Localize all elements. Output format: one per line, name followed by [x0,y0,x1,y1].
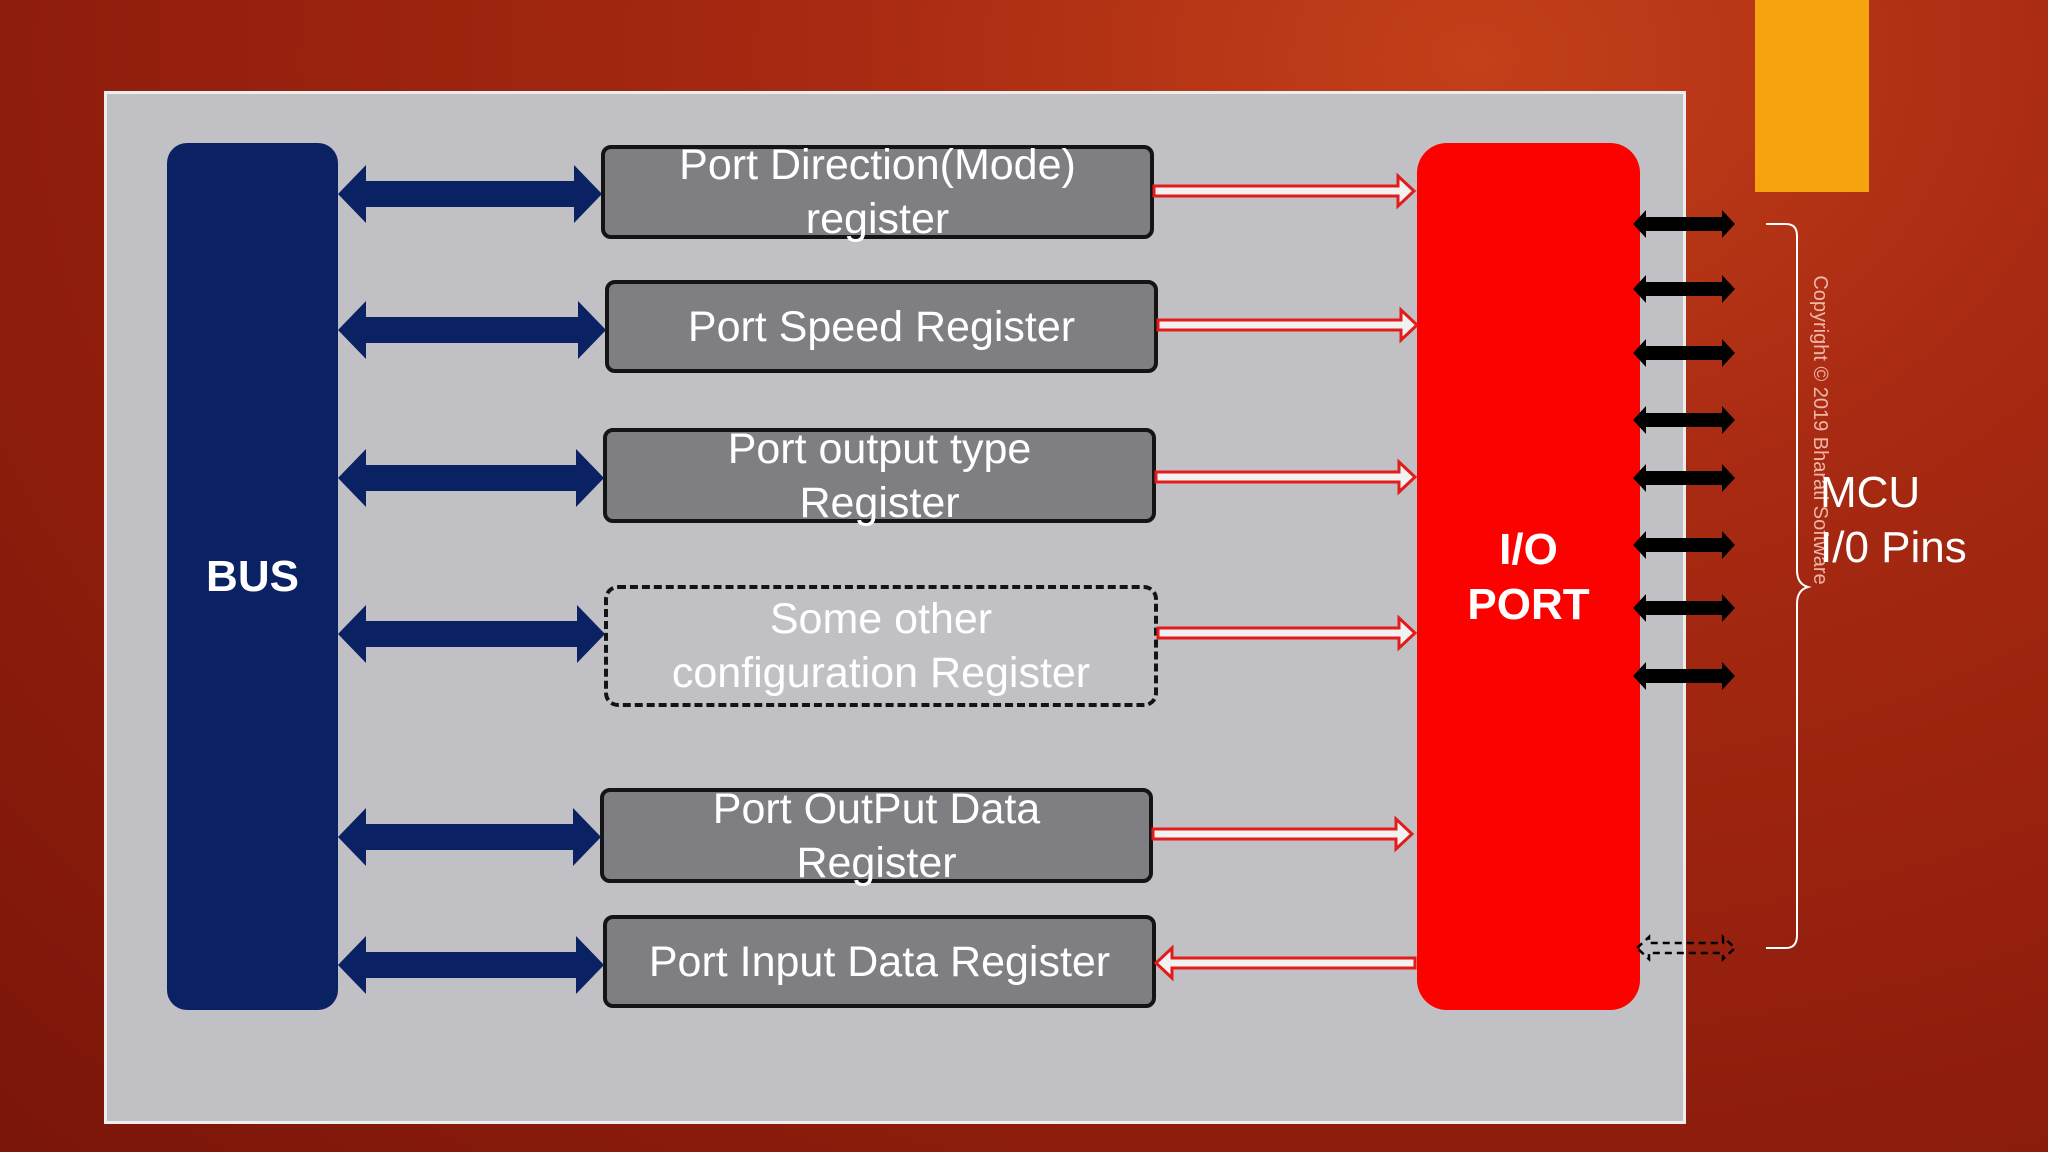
io-port-label-line1: I/O [1499,524,1558,574]
port-output-type-register: Port output type Register [603,425,1156,527]
pins-brace [1766,223,1812,949]
port-speed-register: Port Speed Register [605,280,1158,373]
bus-label: BUS [206,551,299,601]
bus-block: BUS [167,143,338,1010]
port-output-data-register: Port OutPut Data Register [600,785,1153,887]
io-port-block: I/O PORT [1417,143,1640,1010]
port-direction-register: Port Direction(Mode) register [601,141,1154,243]
accent-bar [1755,0,1869,192]
port-input-data-register: Port Input Data Register [603,915,1156,1008]
mcu-io-pins-label: MCU I/0 Pins [1820,468,1967,572]
other-configuration-register: Some other configuration Register [604,585,1158,707]
io-port-label-line2: PORT [1467,579,1590,629]
